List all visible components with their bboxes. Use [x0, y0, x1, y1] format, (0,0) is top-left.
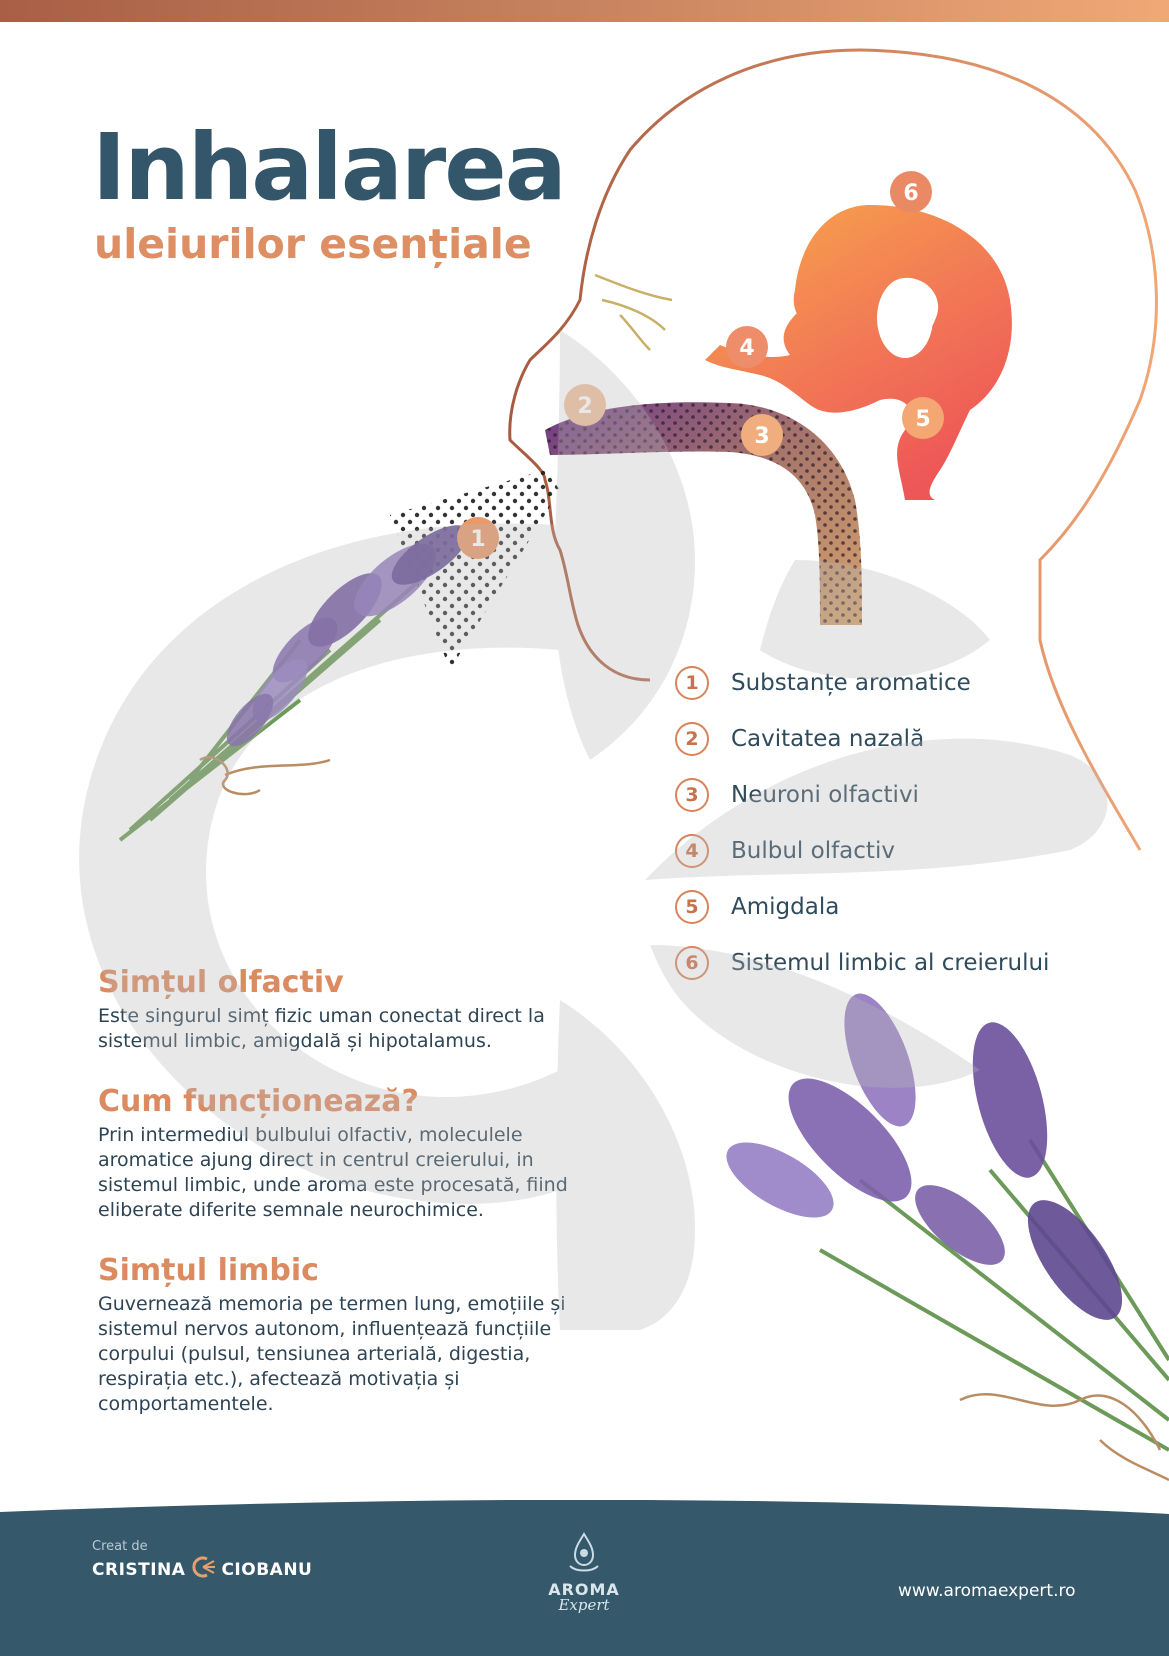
- lavender-bunch-left: [118, 525, 469, 842]
- logo-text-expert: Expert: [558, 1596, 610, 1614]
- legend-label: Bulbul olfactiv: [731, 838, 895, 864]
- section-limbic-sense: Simțul limbic Guvernează memoria pe term…: [98, 1253, 618, 1417]
- top-accent-bar: [0, 0, 1169, 22]
- page-subtitle: uleiurilor esențiale: [94, 220, 532, 268]
- marker-5-num: 5: [915, 407, 930, 432]
- head-outline: [508, 48, 1158, 851]
- section-text: Guvernează memoria pe termen lung, emoți…: [98, 1292, 566, 1415]
- section-heading: Simțul olfactiv: [98, 965, 344, 1000]
- legend-item: 2 Cavitatea nazală: [675, 711, 1049, 767]
- section-text: Este singurul simț fizic uman conectat d…: [98, 1004, 545, 1052]
- diagram-marker-2: 2: [564, 384, 606, 426]
- section-olfactory-sense: Simțul olfactiv Este singurul simț fizic…: [98, 965, 618, 1054]
- legend-number: 5: [675, 890, 709, 924]
- diagram-marker-3: 3: [741, 414, 783, 456]
- diagram-marker-6: 6: [890, 171, 932, 213]
- author-credit: Creat de CRISTINA CIOBANU: [92, 1539, 312, 1584]
- lavender-bunch-right: [726, 993, 1169, 1482]
- legend-item: 1 Substanțe aromatice: [675, 655, 1049, 711]
- marker-4-num: 4: [739, 336, 754, 361]
- section-how-it-works: Cum funcționează? Prin intermediul bulbu…: [98, 1084, 618, 1223]
- diagram-marker-5: 5: [902, 397, 944, 439]
- section-heading: Simțul limbic: [98, 1253, 319, 1288]
- legend-label: Substanțe aromatice: [731, 670, 971, 696]
- legend-label: Cavitatea nazală: [731, 726, 925, 752]
- diagram-marker-4: 4: [726, 326, 768, 368]
- oil-drop-icon: [569, 1532, 599, 1572]
- page-title: Inhalarea: [92, 114, 567, 221]
- aroma-spray: [390, 470, 560, 670]
- legend-label: Neuroni olfactivi: [731, 782, 919, 808]
- created-by-label: Creat de: [92, 1539, 148, 1554]
- legend-number: 4: [675, 834, 709, 868]
- legend-item: 4 Bulbul olfactiv: [675, 823, 1049, 879]
- legend-item: 6 Sistemul limbic al creierului: [675, 935, 1049, 991]
- logo-text-aroma: AROMA: [548, 1580, 620, 1599]
- sunburst-icon: [190, 1555, 216, 1584]
- website-url: www.aromaexpert.ro: [898, 1581, 1076, 1601]
- section-heading: Cum funcționează?: [98, 1084, 419, 1119]
- marker-2-num: 2: [577, 394, 592, 419]
- author-last-name: CIOBANU: [221, 1559, 313, 1580]
- footer: [0, 1500, 1169, 1656]
- legend-label: Sistemul limbic al creierului: [731, 950, 1050, 976]
- footer-wave-background: [0, 1500, 1169, 1656]
- legend-item: 3 Neuroni olfactivi: [675, 767, 1049, 823]
- diagram-marker-1: 1: [457, 517, 499, 559]
- legend-number: 2: [675, 722, 709, 756]
- section-text: Prin intermediul bulbului olfactiv, mole…: [98, 1123, 568, 1221]
- marker-1-num: 1: [470, 527, 485, 552]
- legend-number: 3: [675, 778, 709, 812]
- legend-label: Amigdala: [731, 894, 840, 920]
- marker-6-num: 6: [903, 181, 918, 206]
- diagram-legend: 1 Substanțe aromatice 2 Cavitatea nazală 3…: [675, 655, 1049, 991]
- legend-number: 6: [675, 946, 709, 980]
- eye-shape: [594, 273, 673, 351]
- legend-item: 5 Amigdala: [675, 879, 1049, 935]
- brain-inner-hole: [877, 278, 933, 358]
- legend-number: 1: [675, 666, 709, 700]
- aroma-expert-logo: AROMA Expert: [548, 1530, 620, 1614]
- author-first-name: CRISTINA: [92, 1559, 186, 1580]
- marker-3-num: 3: [754, 424, 769, 449]
